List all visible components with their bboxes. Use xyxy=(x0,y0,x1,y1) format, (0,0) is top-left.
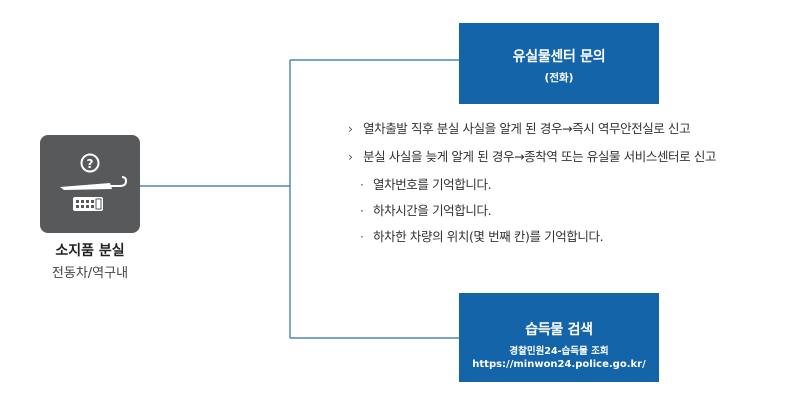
lost-found-center-title: 유실물센터 문의 xyxy=(512,49,606,65)
dot-bullet-icon: · xyxy=(360,177,364,192)
found-item-search-title: 습득물 검색 xyxy=(525,322,593,338)
dot-bullet-icon: · xyxy=(360,229,364,244)
lost-item-subtitle: 전동차/역구내 xyxy=(51,266,129,281)
instruction-item: · 열차번호를 기억합니다. xyxy=(345,174,790,200)
lost-found-center-box: 유실물센터 문의 (전화) xyxy=(459,23,659,104)
umbrella-canopy xyxy=(60,183,112,190)
found-item-search-link[interactable]: https://minwon24.police.go.kr/ xyxy=(472,359,646,370)
lost-found-center-subtitle: (전화) xyxy=(544,72,574,84)
instruction-item: › 열차출발 직후 분실 사실을 알게 된 경우→즉시 역무안전실로 신고 xyxy=(345,118,790,146)
found-item-search-box[interactable]: 습득물 검색 경찰민원24-습득물 조회 https://minwon24.po… xyxy=(459,293,659,382)
umbrella-phone-question-icon: ? xyxy=(60,153,128,211)
instruction-item: · 하차한 차량의 위치(몇 번째 칸)를 기억합니다. xyxy=(345,226,790,252)
instruction-item: · 하차시간을 기억합니다. xyxy=(345,200,790,226)
arrow-bullet-icon: › xyxy=(348,149,353,164)
phone-keys xyxy=(76,200,94,208)
instruction-list: › 열차출발 직후 분실 사실을 알게 된 경우→즉시 역무안전실로 신고 › … xyxy=(345,118,790,252)
phone-screen xyxy=(95,198,102,210)
found-item-search-subtitle: 경찰민원24-습득물 조회 xyxy=(509,346,609,357)
question-mark-glyph: ? xyxy=(87,157,94,171)
lost-item-title: 소지품 분실 xyxy=(55,243,125,259)
instruction-text: 열차출발 직후 분실 사실을 알게 된 경우→즉시 역무안전실로 신고 xyxy=(363,121,691,136)
lost-item-icon-tile: ? xyxy=(40,135,140,233)
instruction-item: › 분실 사실을 늦게 알게 된 경우→종착역 또는 유실물 서비스센터로 신고 xyxy=(345,146,790,174)
instruction-text: 분실 사실을 늦게 알게 된 경우→종착역 또는 유실물 서비스센터로 신고 xyxy=(363,149,717,164)
umbrella-handle xyxy=(119,176,128,187)
instruction-text: 하차시간을 기억합니다. xyxy=(373,203,492,218)
dot-bullet-icon: · xyxy=(360,203,364,218)
instruction-text: 열차번호를 기억합니다. xyxy=(373,177,492,192)
question-circle-icon xyxy=(80,153,100,173)
instruction-text: 하차한 차량의 위치(몇 번째 칸)를 기억합니다. xyxy=(373,229,604,244)
arrow-bullet-icon: › xyxy=(348,121,353,136)
